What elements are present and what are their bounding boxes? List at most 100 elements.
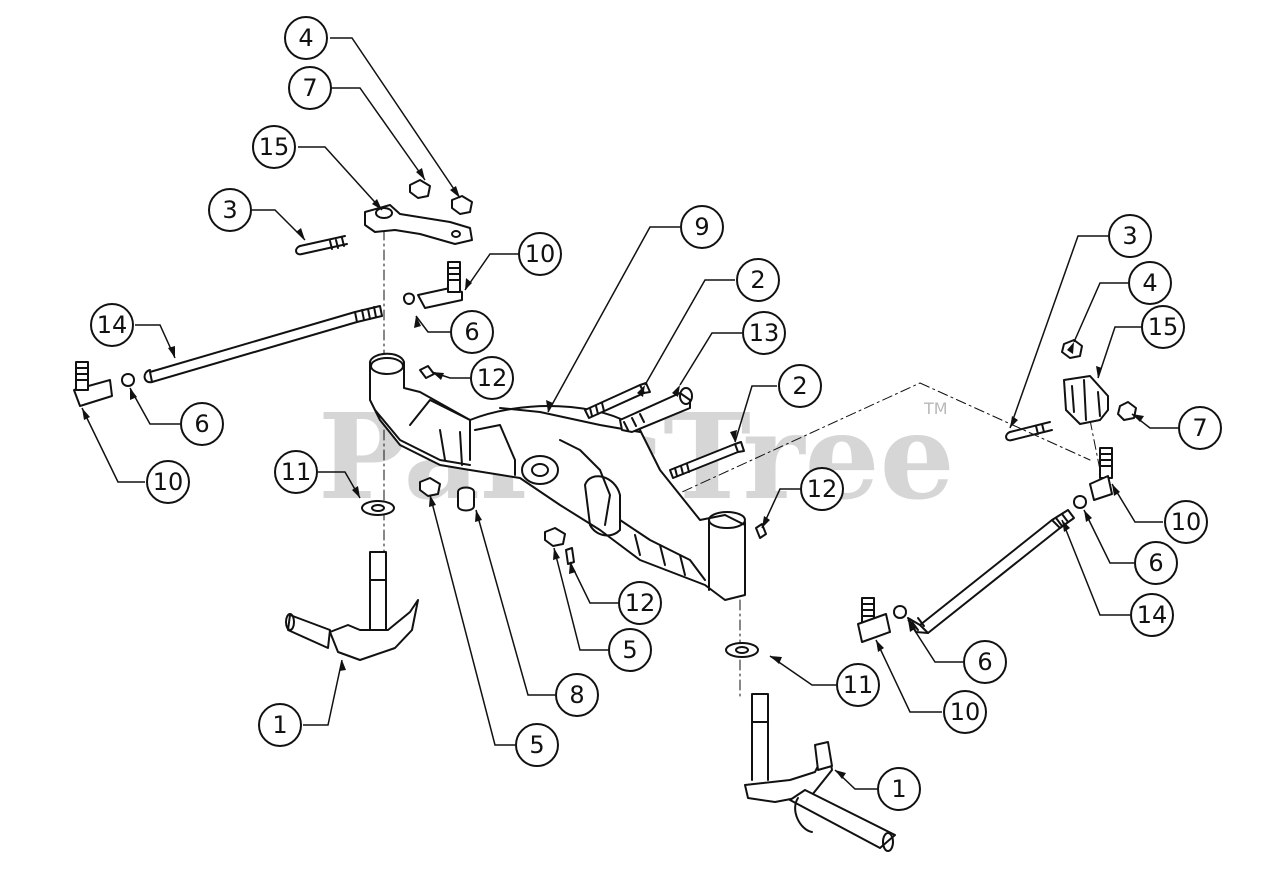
- callout-5-bottom: 5: [515, 723, 559, 767]
- callouts: 4 7 15 3 9 10 14 6 12 6 10 2 13 2 3 4 15…: [90, 16, 1222, 811]
- watermark-trademark: TM: [923, 399, 948, 418]
- callout-label: 6: [977, 648, 992, 676]
- callout-12-upper: 12: [470, 356, 514, 400]
- leader-c6-lower-right: [907, 619, 963, 663]
- leader-c10-left: [81, 407, 145, 483]
- leader-c5-middle: [553, 547, 608, 651]
- leader-c3-right: [1009, 235, 1108, 429]
- bolts-center: [584, 382, 745, 479]
- callout-label: 10: [950, 698, 981, 726]
- callout-label: 6: [194, 410, 209, 438]
- spindle-left: [285, 500, 419, 661]
- tie-rod-end-upper-left: [403, 261, 463, 309]
- callout-10-lower-right: 10: [943, 690, 987, 734]
- callout-6-lower-right: 6: [963, 640, 1007, 684]
- callout-label: 12: [477, 364, 508, 392]
- callout-12-right: 12: [800, 467, 844, 511]
- callout-label: 14: [1137, 601, 1168, 629]
- callout-label: 6: [1148, 549, 1163, 577]
- callout-7-top: 7: [288, 66, 332, 110]
- leader-c10-upper-left: [464, 253, 518, 291]
- callout-1-right: 1: [877, 767, 921, 811]
- callout-label: 1: [272, 711, 287, 739]
- callout-label: 5: [622, 636, 637, 664]
- callout-8: 8: [555, 673, 599, 717]
- leader-c5-bottom: [429, 494, 515, 746]
- callout-6-upper-left: 6: [450, 310, 494, 354]
- callout-3-left: 3: [208, 188, 252, 232]
- callout-10-right: 10: [1164, 500, 1208, 544]
- leader-c1-left: [303, 659, 343, 726]
- callout-label: 15: [259, 133, 290, 161]
- callout-label: 4: [1142, 269, 1157, 297]
- callout-label: 4: [298, 24, 313, 52]
- leader-c6-upper-left: [415, 315, 450, 333]
- leader-c12-right: [761, 488, 800, 529]
- callout-label: 12: [807, 475, 838, 503]
- leader-c6-left: [129, 387, 180, 425]
- tie-rod-end-upper-right: [1073, 447, 1113, 509]
- callout-label: 9: [694, 213, 709, 241]
- callout-14-right: 14: [1130, 593, 1174, 637]
- leader-c10-right: [1111, 483, 1163, 523]
- leader-c15-right: [1097, 326, 1141, 379]
- callout-12-lower: 12: [618, 581, 662, 625]
- leader-c8: [475, 509, 555, 696]
- front-axle: [369, 352, 746, 601]
- leader-c15-left: [298, 146, 383, 211]
- spindle-right: [725, 642, 896, 852]
- callout-label: 10: [525, 240, 556, 268]
- leader-c14-right: [1061, 519, 1130, 616]
- callout-label: 12: [625, 589, 656, 617]
- callout-15-left: 15: [252, 125, 296, 169]
- callout-label: 8: [569, 681, 584, 709]
- leader-c9: [547, 226, 680, 413]
- callout-1-left: 1: [258, 703, 302, 747]
- callout-label: 2: [750, 266, 765, 294]
- tie-rod-left: [143, 305, 383, 384]
- tie-rod-end-lower-right: [857, 597, 907, 643]
- callout-label: 2: [792, 372, 807, 400]
- callout-label: 13: [749, 319, 780, 347]
- callout-13: 13: [742, 311, 786, 355]
- callout-14-left: 14: [90, 303, 134, 347]
- callout-10-upper-left: 10: [518, 232, 562, 276]
- callout-label: 3: [222, 196, 237, 224]
- leader-c13: [679, 332, 742, 386]
- callout-label: 11: [843, 671, 874, 699]
- leader-c4-top: [330, 37, 461, 199]
- callout-label: 10: [153, 468, 184, 496]
- callout-3-right: 3: [1108, 214, 1152, 258]
- callout-label: 10: [1171, 508, 1202, 536]
- hardware-center: [419, 365, 767, 565]
- leader-c12-lower: [569, 561, 618, 604]
- leader-c2-upper: [644, 279, 735, 386]
- leader-c6-right: [1083, 509, 1134, 564]
- tie-rod-right: [907, 509, 1075, 634]
- callout-label: 7: [302, 74, 317, 102]
- callout-2-lower: 2: [778, 364, 822, 408]
- callout-5-middle: 5: [608, 628, 652, 672]
- leader-c11-right: [769, 655, 836, 686]
- callout-6-left: 6: [180, 402, 224, 446]
- callout-11-left: 11: [274, 450, 318, 494]
- leader-c7-top: [330, 87, 426, 181]
- callout-15-right: 15: [1141, 305, 1185, 349]
- callout-10-left: 10: [146, 460, 190, 504]
- callout-6-right: 6: [1134, 541, 1178, 585]
- callout-label: 14: [97, 311, 128, 339]
- leader-c2-lower: [734, 385, 777, 443]
- leader-arrowheads: [82, 168, 1144, 779]
- callout-label: 7: [1192, 414, 1207, 442]
- callout-9: 9: [680, 205, 724, 249]
- callout-label: 5: [529, 731, 544, 759]
- leader-c4-right: [1073, 282, 1128, 343]
- steering-arm-left: [295, 179, 473, 256]
- leader-lines: [81, 37, 1178, 790]
- callout-7-right: 7: [1178, 406, 1222, 450]
- tie-rod-end-left: [73, 361, 135, 407]
- callout-label: 15: [1148, 313, 1179, 341]
- callout-label: 11: [281, 458, 312, 486]
